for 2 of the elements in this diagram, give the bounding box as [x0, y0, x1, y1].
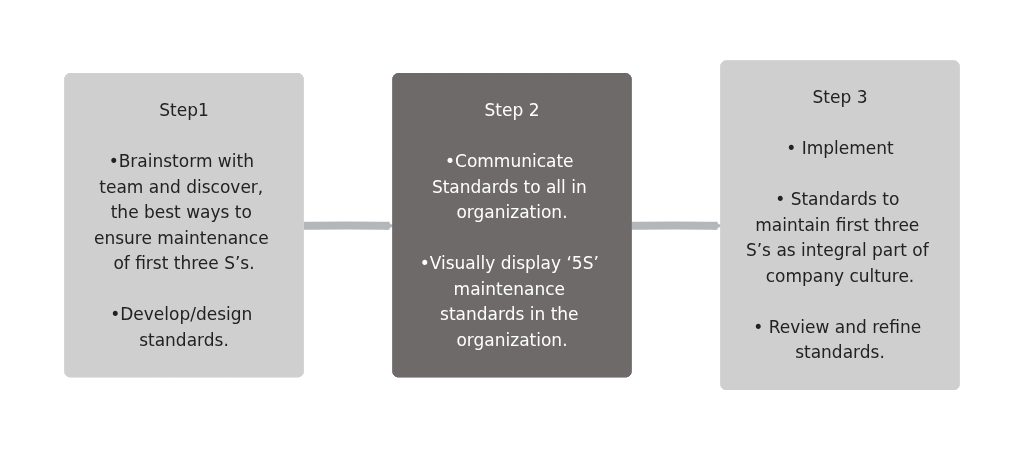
arrow: [631, 221, 722, 231]
arrow: [303, 221, 394, 231]
